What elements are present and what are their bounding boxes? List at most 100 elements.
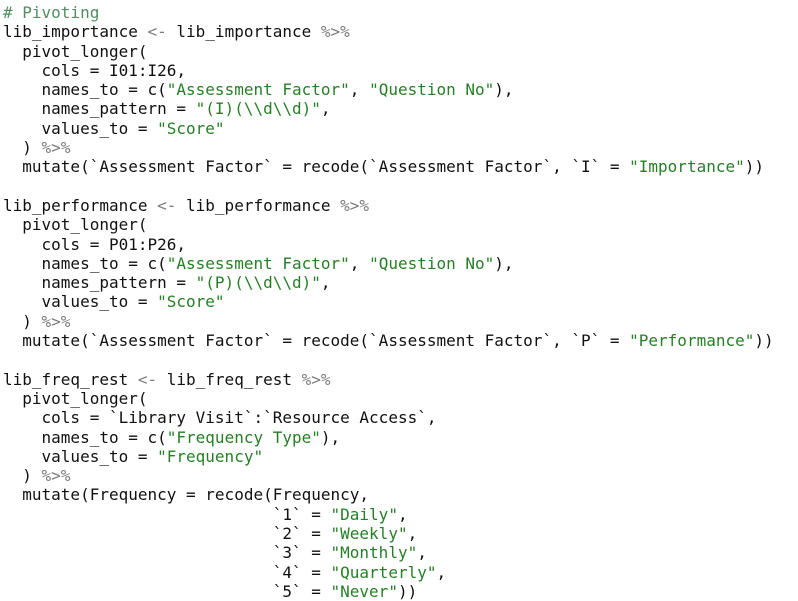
code-line[interactable]: lib_freq_rest <- lib_freq_rest %>%: [3, 370, 798, 389]
code-string: "Frequency": [157, 446, 264, 466]
code-text: mutate(`Assessment Factor` = recode(`Ass…: [3, 331, 630, 351]
code-string: "Frequency Type": [166, 427, 321, 447]
code-line[interactable]: pivot_longer(: [3, 215, 798, 234]
code-text: `1` =: [3, 504, 331, 524]
code-line[interactable]: pivot_longer(: [3, 42, 798, 61]
code-line[interactable]: mutate(`Assessment Factor` = recode(`Ass…: [3, 157, 798, 176]
code-line[interactable]: names_to = c("Assessment Factor", "Quest…: [3, 80, 798, 99]
code-text: names_pattern =: [3, 99, 196, 119]
code-text: ,: [436, 562, 447, 582]
code-string: "Question No": [369, 253, 495, 273]
code-text: `5` =: [3, 581, 331, 601]
code-text: ,: [407, 524, 418, 544]
code-text: `4` =: [3, 562, 331, 582]
code-line[interactable]: [3, 177, 798, 196]
code-text: pivot_longer(: [3, 388, 148, 408]
code-line[interactable]: ) %>%: [3, 312, 798, 331]
code-text: ,: [320, 99, 331, 119]
code-line[interactable]: ) %>%: [3, 466, 798, 485]
code-text: )): [397, 581, 418, 601]
code-text: names_pattern =: [3, 273, 196, 293]
code-line[interactable]: names_pattern = "(I)(\\d\\d)",: [3, 99, 798, 118]
code-text: `3` =: [3, 543, 331, 563]
code-text: lib_importance: [166, 22, 321, 42]
code-string: "Score": [157, 118, 225, 138]
code-text: values_to =: [3, 292, 158, 312]
code-line[interactable]: names_pattern = "(P)(\\d\\d)",: [3, 273, 798, 292]
code-operator: %>%: [41, 466, 71, 486]
code-line[interactable]: lib_performance <- lib_performance %>%: [3, 196, 798, 215]
code-text: names_to = c(: [3, 253, 167, 273]
code-line[interactable]: `3` = "Monthly",: [3, 543, 798, 562]
code-text: ),: [320, 427, 341, 447]
code-string: "Performance": [629, 331, 755, 351]
code-operator: %>%: [41, 311, 71, 331]
code-line[interactable]: values_to = "Score": [3, 292, 798, 311]
code-line[interactable]: names_to = c("Frequency Type"),: [3, 428, 798, 447]
code-line[interactable]: mutate(`Assessment Factor` = recode(`Ass…: [3, 331, 798, 350]
code-text: ,: [417, 543, 427, 563]
code-line[interactable]: names_to = c("Assessment Factor", "Quest…: [3, 254, 798, 273]
code-line[interactable]: ) %>%: [3, 138, 798, 157]
code-text: ,: [349, 253, 370, 273]
code-line[interactable]: [3, 350, 798, 369]
code-string: "Daily": [330, 504, 398, 524]
code-string: "Assessment Factor": [166, 80, 350, 100]
code-string: "Importance": [629, 157, 745, 177]
code-line[interactable]: cols = I01:I26,: [3, 61, 798, 80]
code-line[interactable]: # Pivoting: [3, 3, 798, 22]
code-text: ),: [494, 80, 514, 100]
code-operator: %>%: [41, 138, 71, 158]
code-operator: %>%: [340, 195, 370, 215]
code-text: ,: [397, 504, 408, 524]
code-text: lib_freq_rest: [157, 369, 302, 389]
code-text: ),: [494, 253, 514, 273]
code-string: "Quarterly": [330, 562, 437, 582]
code-text: ,: [320, 273, 331, 293]
code-line[interactable]: values_to = "Score": [3, 119, 798, 138]
code-string: "(I)(\\d\\d)": [195, 99, 321, 119]
code-text: cols = I01:I26,: [3, 60, 187, 80]
code-operator: %>%: [320, 22, 350, 42]
code-line[interactable]: cols = P01:P26,: [3, 235, 798, 254]
code-text: lib_performance: [3, 195, 158, 215]
code-line[interactable]: `4` = "Quarterly",: [3, 563, 798, 582]
code-string: "Score": [157, 292, 225, 312]
code-string: "(P)(\\d\\d)": [195, 273, 321, 293]
code-text: pivot_longer(: [3, 215, 148, 235]
code-text: values_to =: [3, 446, 158, 466]
code-line[interactable]: `2` = "Weekly",: [3, 524, 798, 543]
code-line[interactable]: mutate(Frequency = recode(Frequency,: [3, 485, 798, 504]
code-string: "Never": [330, 581, 398, 601]
code-text: names_to = c(: [3, 427, 167, 447]
code-text: lib_importance: [3, 22, 148, 42]
code-text: )): [744, 157, 764, 177]
code-line[interactable]: values_to = "Frequency": [3, 447, 798, 466]
code-string: "Weekly": [330, 524, 408, 544]
code-text: mutate(Frequency = recode(Frequency,: [3, 485, 370, 505]
code-text: cols = `Library Visit`:`Resource Access`…: [3, 408, 437, 428]
code-operator: <-: [137, 369, 158, 389]
code-line[interactable]: `5` = "Never")): [3, 582, 798, 601]
code-line[interactable]: cols = `Library Visit`:`Resource Access`…: [3, 408, 798, 427]
code-string: "Monthly": [330, 543, 418, 563]
code-text: lib_freq_rest: [3, 369, 138, 389]
code-text: names_to = c(: [3, 80, 167, 100]
code-text: )): [754, 331, 774, 351]
code-operator: <-: [157, 195, 177, 215]
code-text: pivot_longer(: [3, 41, 148, 61]
code-text: ): [3, 311, 42, 331]
code-line[interactable]: lib_importance <- lib_importance %>%: [3, 22, 798, 41]
code-line[interactable]: `1` = "Daily",: [3, 505, 798, 524]
code-text: values_to =: [3, 118, 158, 138]
code-text: lib_performance: [176, 195, 341, 215]
code-text: ): [3, 138, 42, 158]
code-operator: <-: [147, 22, 167, 42]
code-text: `2` =: [3, 524, 331, 544]
code-text: cols = P01:P26,: [3, 234, 187, 254]
code-operator: %>%: [301, 369, 331, 389]
code-text: ): [3, 466, 42, 486]
code-line[interactable]: pivot_longer(: [3, 389, 798, 408]
